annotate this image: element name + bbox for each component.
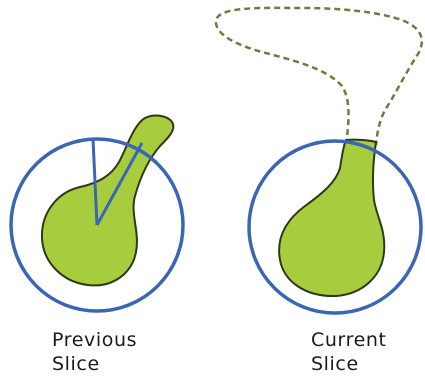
current-slice-label: Current Slice [311,328,387,376]
previous-slice-label-line2: Slice [52,352,137,376]
current-slice-dashed-outline [216,8,422,145]
previous-slice-label-line1: Previous [52,328,137,352]
current-slice-label-line2: Slice [311,352,387,376]
current-slice-shape [279,140,384,296]
previous-slice-panel [11,116,183,311]
current-slice-panel [216,8,422,313]
previous-slice-label: Previous Slice [52,328,137,376]
current-slice-label-line1: Current [311,328,387,352]
